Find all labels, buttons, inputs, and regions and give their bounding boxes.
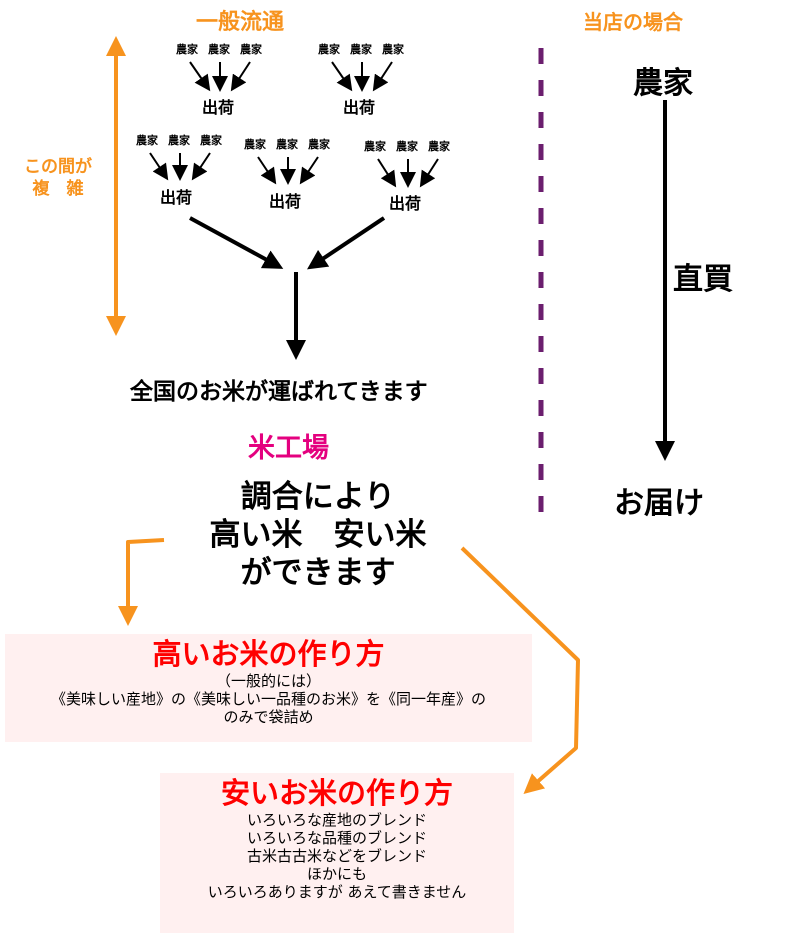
- blend-line1: 調合により: [240, 479, 396, 515]
- cheap-rice-line: ほかにも: [306, 865, 367, 883]
- group1-shipment: 出荷: [202, 98, 235, 117]
- farmer-label: 農家: [318, 43, 340, 56]
- converge-left-arrow: [189, 216, 284, 269]
- cheap-rice-line: 古米古古米などをブレンド: [246, 847, 427, 865]
- delivery-label: お届け: [614, 486, 704, 521]
- expensive-rice-line: 《美味しい産地》の《美味しい一品種のお米》を《同一年産》の: [50, 690, 486, 708]
- farmer-label: 農家: [240, 43, 262, 56]
- our-farmer-label: 農家: [633, 66, 693, 101]
- converge-right-arrow: [307, 216, 386, 270]
- group1-arrows: [189, 61, 251, 92]
- farmer-label: 農家: [350, 43, 372, 56]
- group5-farmers: 農家農家農家: [364, 138, 460, 154]
- expensive-rice-line: （一般的には）: [215, 672, 321, 690]
- cheap-rice-line: いろいろな産地のブレンド: [246, 811, 427, 829]
- cheap-rice-line: いろいろありますが あえて書きません: [207, 883, 467, 901]
- farmer-label: 農家: [382, 43, 404, 56]
- group2-shipment: 出荷: [343, 98, 376, 117]
- farmer-label: 農家: [308, 138, 330, 151]
- group4-arrows: [257, 156, 319, 185]
- group5-shipment: 出荷: [389, 194, 422, 213]
- general-distribution-title: 一般流通: [196, 10, 285, 35]
- complexity-label: この間が 複 雑: [24, 156, 92, 200]
- blend-line3: ができます: [240, 555, 396, 591]
- farmer-label: 農家: [176, 43, 198, 56]
- complexity-label-line2: 複 雑: [32, 179, 84, 199]
- expensive-rice-line: のみで袋詰め: [223, 708, 314, 726]
- farmer-label: 農家: [364, 140, 386, 153]
- cheap-rice-box: 安いお米の作り方 いろいろな産地のブレンド いろいろな品種のブレンド 古米古古米…: [160, 773, 514, 933]
- farmer-label: 農家: [200, 134, 222, 147]
- complexity-label-line1: この間が: [24, 157, 92, 177]
- rice-factory-label: 米工場: [248, 433, 329, 464]
- orange-arrow-expensive: [118, 538, 165, 626]
- group1-farmers: 農家農家農家: [176, 41, 272, 57]
- blend-text: 調合により 高い米 安い米 ができます: [168, 478, 468, 592]
- group4-shipment: 出荷: [269, 192, 302, 211]
- expensive-rice-title: 高いお米の作り方: [152, 637, 385, 671]
- farmer-label: 農家: [208, 43, 230, 56]
- direct-purchase-label: 直買: [673, 262, 733, 297]
- expensive-rice-box: 高いお米の作り方 （一般的には） 《美味しい産地》の《美味しい一品種のお米》を《…: [5, 634, 532, 742]
- group2-farmers: 農家農家農家: [318, 41, 414, 57]
- farmer-label: 農家: [396, 140, 418, 153]
- cheap-rice-line: いろいろな品種のブレンド: [246, 829, 427, 847]
- farmer-label: 農家: [276, 138, 298, 151]
- farmer-label: 農家: [136, 134, 158, 147]
- farmer-label: 農家: [428, 140, 450, 153]
- our-shop-title: 当店の場合: [583, 10, 683, 34]
- farmer-label: 農家: [244, 138, 266, 151]
- group4-farmers: 農家農家農家: [244, 136, 340, 152]
- group3-arrows: [149, 152, 211, 181]
- farmer-label: 農家: [168, 134, 190, 147]
- group3-farmers: 農家農家農家: [136, 132, 232, 148]
- group2-arrows: [331, 61, 393, 92]
- orange-arrow-cheap: [460, 546, 580, 794]
- cheap-rice-title: 安いお米の作り方: [220, 776, 453, 810]
- group5-arrows: [377, 158, 439, 188]
- nationwide-text: 全国のお米が運ばれてきます: [130, 379, 428, 405]
- group3-shipment: 出荷: [160, 188, 193, 207]
- blend-line2: 高い米 安い米: [209, 517, 427, 553]
